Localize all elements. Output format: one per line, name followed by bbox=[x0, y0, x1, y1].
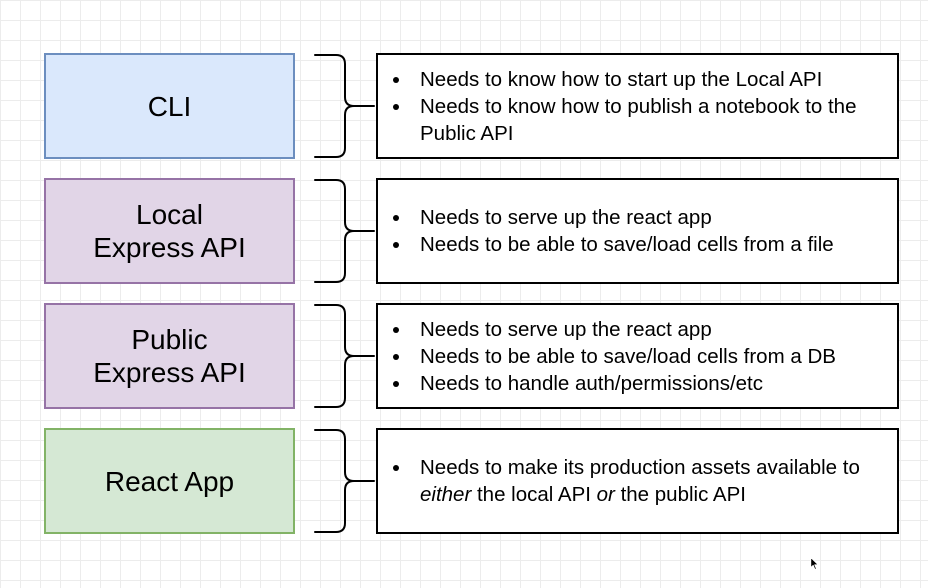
mouse-pointer-icon bbox=[810, 557, 819, 570]
curly-brace-icon bbox=[314, 429, 375, 533]
emphasis-text: or bbox=[596, 483, 615, 506]
bullet-icon bbox=[393, 465, 399, 471]
requirement-item: Needs to handle auth/permissions/etc bbox=[393, 370, 836, 397]
requirement-item: Needs to be able to save/load cells from… bbox=[393, 343, 836, 370]
requirement-item: Needs to know how to publish a notebook … bbox=[393, 93, 887, 147]
component-name: React App bbox=[104, 465, 235, 497]
requirements-list: Needs to know how to start up the Local … bbox=[378, 66, 897, 147]
component-box[interactable]: Public Express API bbox=[44, 303, 295, 409]
requirement-item: Needs to serve up the react app bbox=[393, 316, 836, 343]
brace-path bbox=[314, 304, 375, 408]
brace-path bbox=[314, 179, 375, 283]
requirement-item: Needs to be able to save/load cells from… bbox=[393, 231, 834, 258]
requirement-item: Needs to know how to start up the Local … bbox=[393, 66, 887, 93]
requirement-text: the public API bbox=[614, 483, 746, 506]
requirement-text: Needs to serve up the react app bbox=[420, 206, 712, 229]
requirement-text: Needs to handle auth/permissions/etc bbox=[420, 371, 764, 395]
bullet-icon bbox=[393, 76, 399, 83]
requirements-box[interactable]: Needs to make its production assets avai… bbox=[376, 428, 899, 534]
component-name: Local Express API bbox=[93, 199, 246, 263]
requirement-text: Needs to make its production assets avai… bbox=[420, 456, 860, 479]
component-row: Public Express API Needs to serve up the … bbox=[0, 303, 928, 409]
component-box[interactable]: Local Express API bbox=[44, 178, 295, 284]
requirement-text: Needs to be able to save/load cells from… bbox=[420, 344, 836, 368]
bullet-icon bbox=[393, 242, 399, 248]
requirement-text: Needs to be able to save/load cells from… bbox=[420, 233, 834, 256]
component-box[interactable]: React App bbox=[44, 428, 295, 534]
component-box[interactable]: CLI bbox=[44, 53, 295, 159]
brace-path bbox=[314, 54, 375, 158]
curly-brace-icon bbox=[314, 54, 375, 158]
requirement-text: Needs to know how to publish a notebook … bbox=[420, 94, 857, 145]
requirement-text: Needs to serve up the react app bbox=[420, 317, 712, 341]
component-name: CLI bbox=[147, 90, 192, 122]
component-name: Public Express API bbox=[93, 324, 246, 388]
bullet-icon bbox=[393, 103, 399, 110]
requirement-text: Needs to know how to start up the Local … bbox=[420, 67, 823, 91]
requirement-item: Needs to serve up the react app bbox=[393, 204, 834, 231]
emphasis-text: either bbox=[420, 483, 472, 506]
bullet-icon bbox=[393, 215, 399, 221]
component-row: Local Express API Needs to serve up the r… bbox=[0, 178, 928, 284]
requirement-item: Needs to make its production assets avai… bbox=[393, 454, 887, 508]
component-row: CLI Needs to know how to start up the Loc… bbox=[0, 53, 928, 159]
requirements-list: Needs to make its production assets avai… bbox=[378, 454, 897, 508]
curly-brace-icon bbox=[314, 179, 375, 283]
brace-path bbox=[314, 429, 375, 533]
requirement-text: the local API bbox=[471, 483, 597, 506]
component-row: React App Needs to make its production as… bbox=[0, 428, 928, 534]
requirements-box[interactable]: Needs to know how to start up the Local … bbox=[376, 53, 899, 159]
bullet-icon bbox=[393, 326, 399, 333]
curly-brace-icon bbox=[314, 304, 375, 408]
bullet-icon bbox=[393, 353, 399, 360]
bullet-icon bbox=[393, 380, 399, 387]
